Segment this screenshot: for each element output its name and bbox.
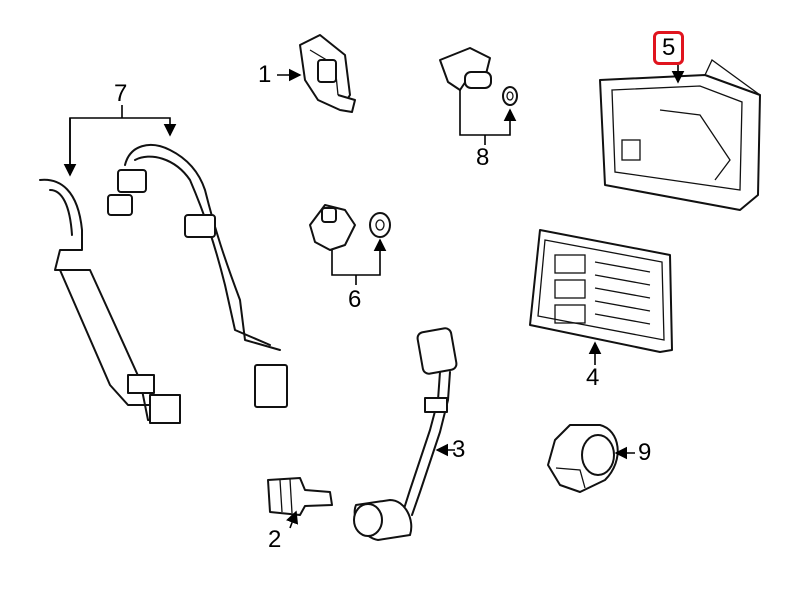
part-2-spark-plug [267, 477, 333, 529]
part-7-wiring-harness [39, 105, 288, 424]
callout-9: 9 [638, 439, 652, 466]
part-4-ecm [529, 229, 673, 365]
callout-1: 1 [258, 61, 272, 88]
part-6-sensor [309, 204, 391, 285]
callout-7: 7 [114, 80, 128, 107]
part-1-sensor [277, 34, 356, 113]
callout-5: 5 [653, 31, 685, 65]
callout-4: 4 [586, 364, 600, 391]
part-9-sensor [547, 424, 635, 493]
callout-2: 2 [268, 526, 282, 553]
callout-3: 3 [452, 436, 466, 463]
callout-6: 6 [348, 286, 362, 313]
part-3-oxygen-sensor [353, 327, 458, 541]
part-5-control-module [599, 59, 761, 211]
part-8-sensor [439, 47, 518, 145]
callout-8: 8 [476, 144, 490, 171]
